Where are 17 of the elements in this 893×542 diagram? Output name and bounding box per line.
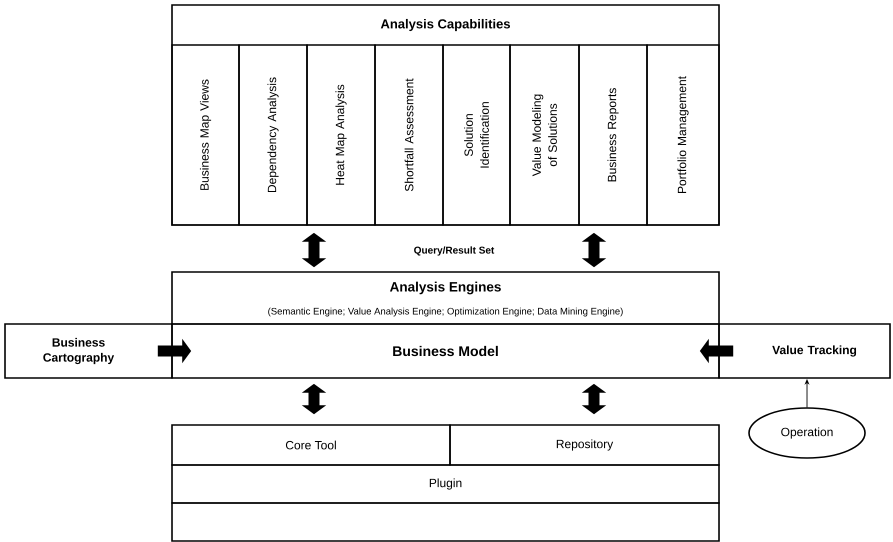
- column-box: Shortfall Assessment: [374, 44, 444, 226]
- component-box: Plugin: [171, 464, 720, 504]
- column-box: Heat Map Analysis: [306, 44, 376, 226]
- column-box: Business Reports: [578, 44, 648, 226]
- flow-caption: Query/Result Set: [414, 246, 494, 256]
- engines-box: Analysis Engines (Semantic Engine; Value Analysis Engine; Optimization Engine; Data Mining Engine): [171, 271, 720, 325]
- column-box: Business Map Views: [171, 44, 240, 226]
- platform-box: [171, 502, 720, 542]
- model-band: Business Model: [171, 323, 720, 379]
- column-box: Solution Identification: [442, 44, 511, 226]
- column-box: Dependency Analysis: [238, 44, 308, 226]
- column-box: Value Modeling of Solutions: [509, 44, 580, 226]
- column-box: Portfolio Management: [646, 44, 720, 226]
- input-box: Business Cartography: [4, 323, 173, 379]
- input-box: Value Tracking: [718, 323, 891, 379]
- component-box: Core Tool: [171, 424, 451, 466]
- component-box: Repository: [449, 424, 720, 466]
